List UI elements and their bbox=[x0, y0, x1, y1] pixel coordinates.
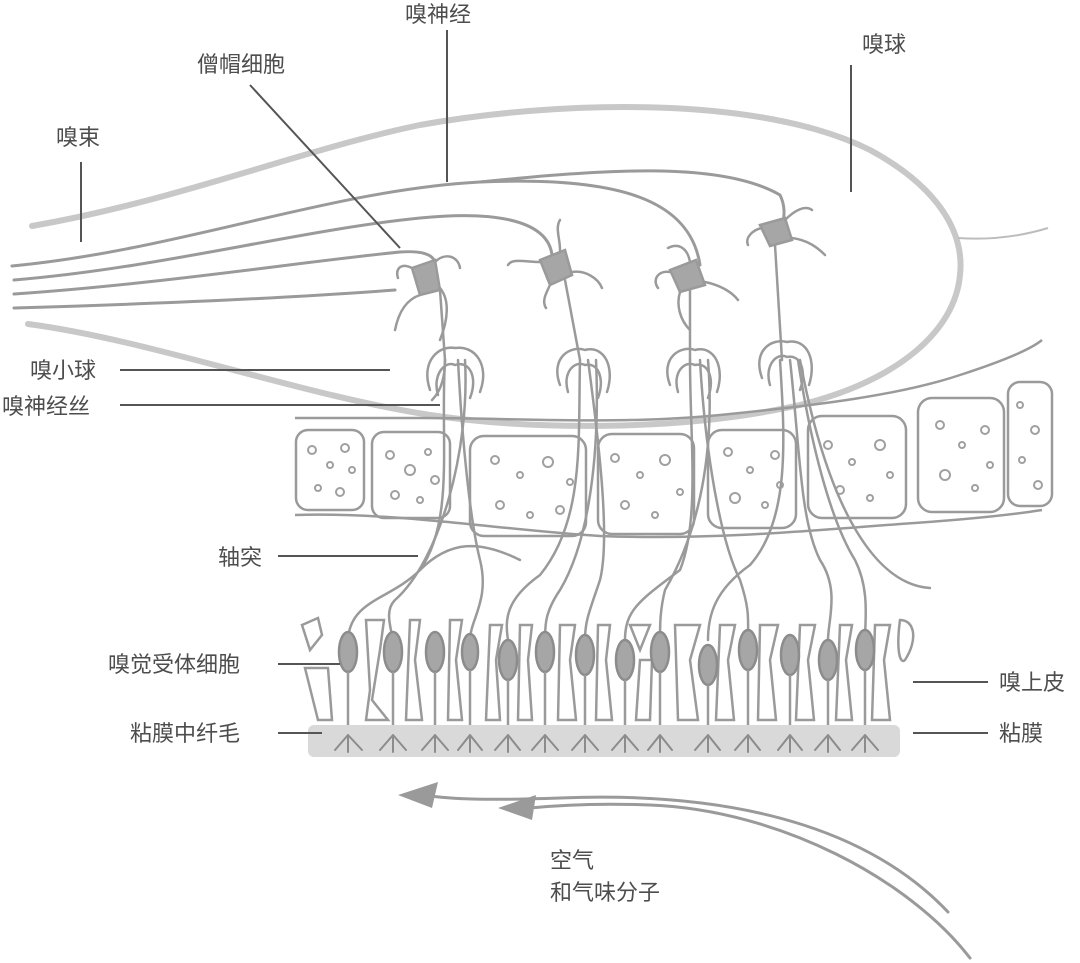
label-olfactory-fila: 嗅神经丝 bbox=[2, 395, 90, 420]
airflow-arrows bbox=[428, 794, 972, 960]
glomerulus-3 bbox=[666, 347, 722, 400]
glomerulus-1 bbox=[426, 346, 485, 402]
label-olfactory-tract: 嗅束 bbox=[56, 126, 100, 151]
arrow-head-1 bbox=[398, 782, 438, 808]
label-air-line2: 和气味分子 bbox=[550, 881, 660, 906]
label-glomerulus: 嗅小球 bbox=[30, 359, 96, 384]
bulb-tail-line bbox=[957, 227, 1049, 240]
label-air-line1: 空气 bbox=[550, 849, 594, 874]
mitral-cell-1 bbox=[393, 255, 462, 362]
glomerulus-2 bbox=[556, 347, 612, 400]
mitral-cell-4 bbox=[746, 206, 827, 362]
olfactory-bulb-outline bbox=[25, 104, 964, 429]
labels: 嗅神经 僧帽细胞 嗅球 嗅束 嗅小球 嗅神经丝 轴突 嗅觉受体细胞 粘膜中纤毛 … bbox=[2, 3, 1065, 906]
mitral-cell-3 bbox=[654, 244, 740, 362]
olfactory-tract-fibers bbox=[10, 169, 786, 310]
label-cilia-in-mucus: 粘膜中纤毛 bbox=[130, 722, 240, 747]
leader-lines bbox=[80, 30, 988, 734]
receptor-dendrites bbox=[346, 670, 867, 735]
olfactory-epithelium bbox=[300, 616, 915, 722]
arrow-head-2 bbox=[498, 795, 536, 820]
cilia bbox=[334, 734, 879, 753]
mitral-cells bbox=[393, 206, 827, 362]
label-mucus: 粘膜 bbox=[999, 722, 1043, 747]
axon-fibers bbox=[346, 358, 932, 642]
label-olfactory-nerve: 嗅神经 bbox=[405, 3, 471, 28]
label-olfactory-bulb: 嗅球 bbox=[862, 33, 906, 58]
mucus-layer bbox=[308, 725, 900, 757]
label-receptor-cell: 嗅觉受体细胞 bbox=[108, 653, 240, 678]
cribriform-plate bbox=[294, 339, 1054, 539]
label-axon: 轴突 bbox=[218, 546, 262, 571]
glomeruli bbox=[426, 340, 814, 402]
label-olfactory-epithelium: 嗅上皮 bbox=[999, 671, 1065, 696]
label-mitral-cell: 僧帽细胞 bbox=[197, 53, 285, 78]
glomerulus-4 bbox=[758, 340, 814, 392]
mitral-cell-2 bbox=[506, 218, 604, 362]
